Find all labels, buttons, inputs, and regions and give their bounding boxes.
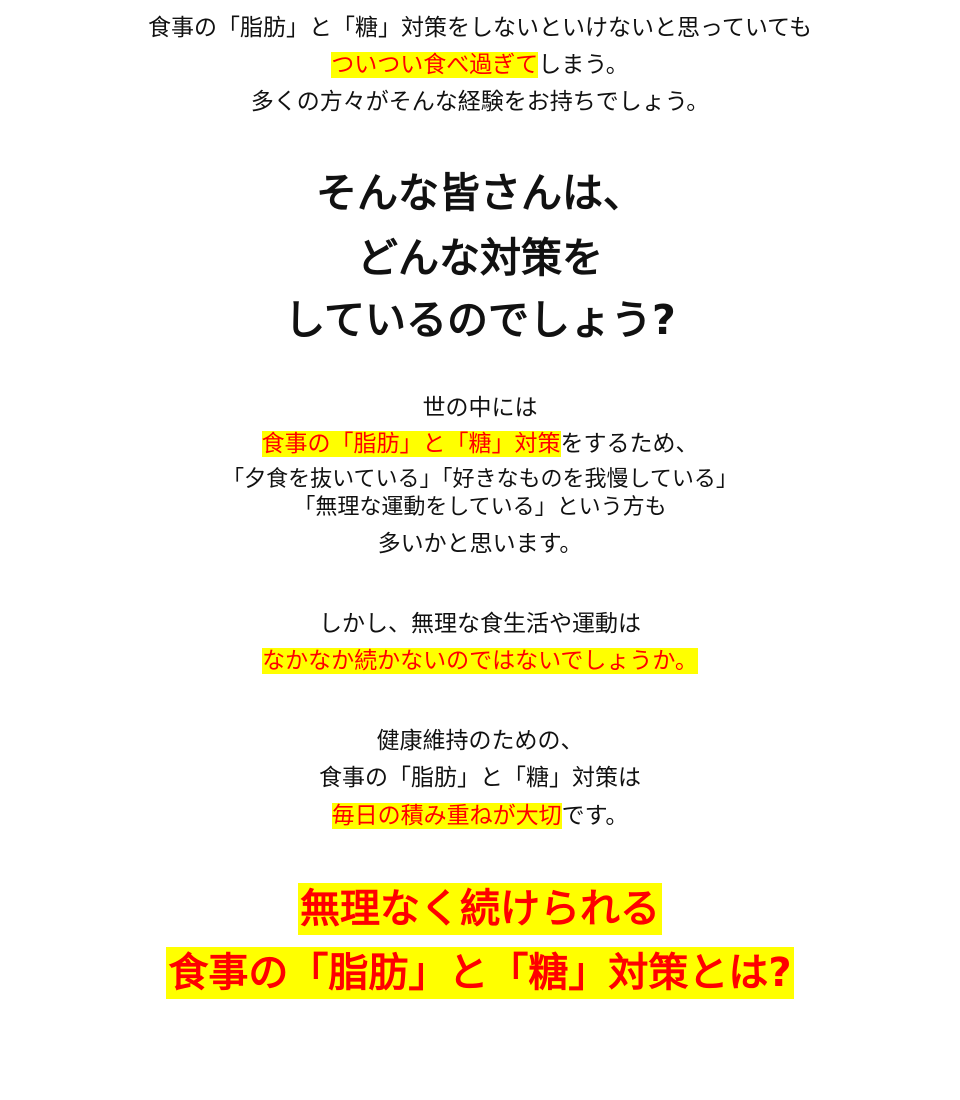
closing-highlight-1: 無理なく続けられる [298,883,662,935]
section1-line-4: 「無理な運動をしている」という方も [293,495,667,520]
section1-highlight: 食事の「脂肪」と「糖」対策 [261,431,561,457]
section2-line-2: なかなか続かないのではないでしょうか。 [0,646,960,676]
closing-line-2: 食事の「脂肪」と「糖」対策とは? [0,947,960,999]
headline-line-1: そんな皆さんは、 [316,169,644,217]
section3-line-3: 毎日の積み重ねが大切です。 [331,803,629,829]
headline-line-2: どんな対策を [357,234,603,282]
section3-line-2: 食事の「脂肪」と「糖」対策は [319,765,641,791]
intro-line-3: 多くの方々がそんな経験をお持ちでしょう。 [250,89,710,115]
closing-highlight-2: 食事の「脂肪」と「糖」対策とは? [166,947,794,999]
section1-line-1: 世の中には [422,395,538,421]
intro-line-2: ついつい食べ過ぎてしまう。 [331,52,629,78]
intro-highlight: ついつい食べ過ぎて [331,52,539,78]
section1-line-2: 食事の「脂肪」と「糖」対策をするため、 [261,431,699,457]
section2-highlight: なかなか続かないのではないでしょうか。 [262,648,698,674]
section3-highlight: 毎日の積み重ねが大切 [331,803,562,829]
closing-line-1: 無理なく続けられる [0,883,960,935]
section1-line-3: 「夕食を抜いている」「好きなものを我慢している」 [222,467,738,492]
intro-line-1: 食事の「脂肪」と「糖」対策をしないといけないと思っていても [147,15,812,41]
section2-line-1: しかし、無理な食生活や運動は [319,611,641,637]
section3-line-1: 健康維持のための、 [376,728,584,754]
section1-line-5: 多いかと思います。 [377,531,583,557]
headline-line-3: しているのでしょう? [284,296,676,344]
